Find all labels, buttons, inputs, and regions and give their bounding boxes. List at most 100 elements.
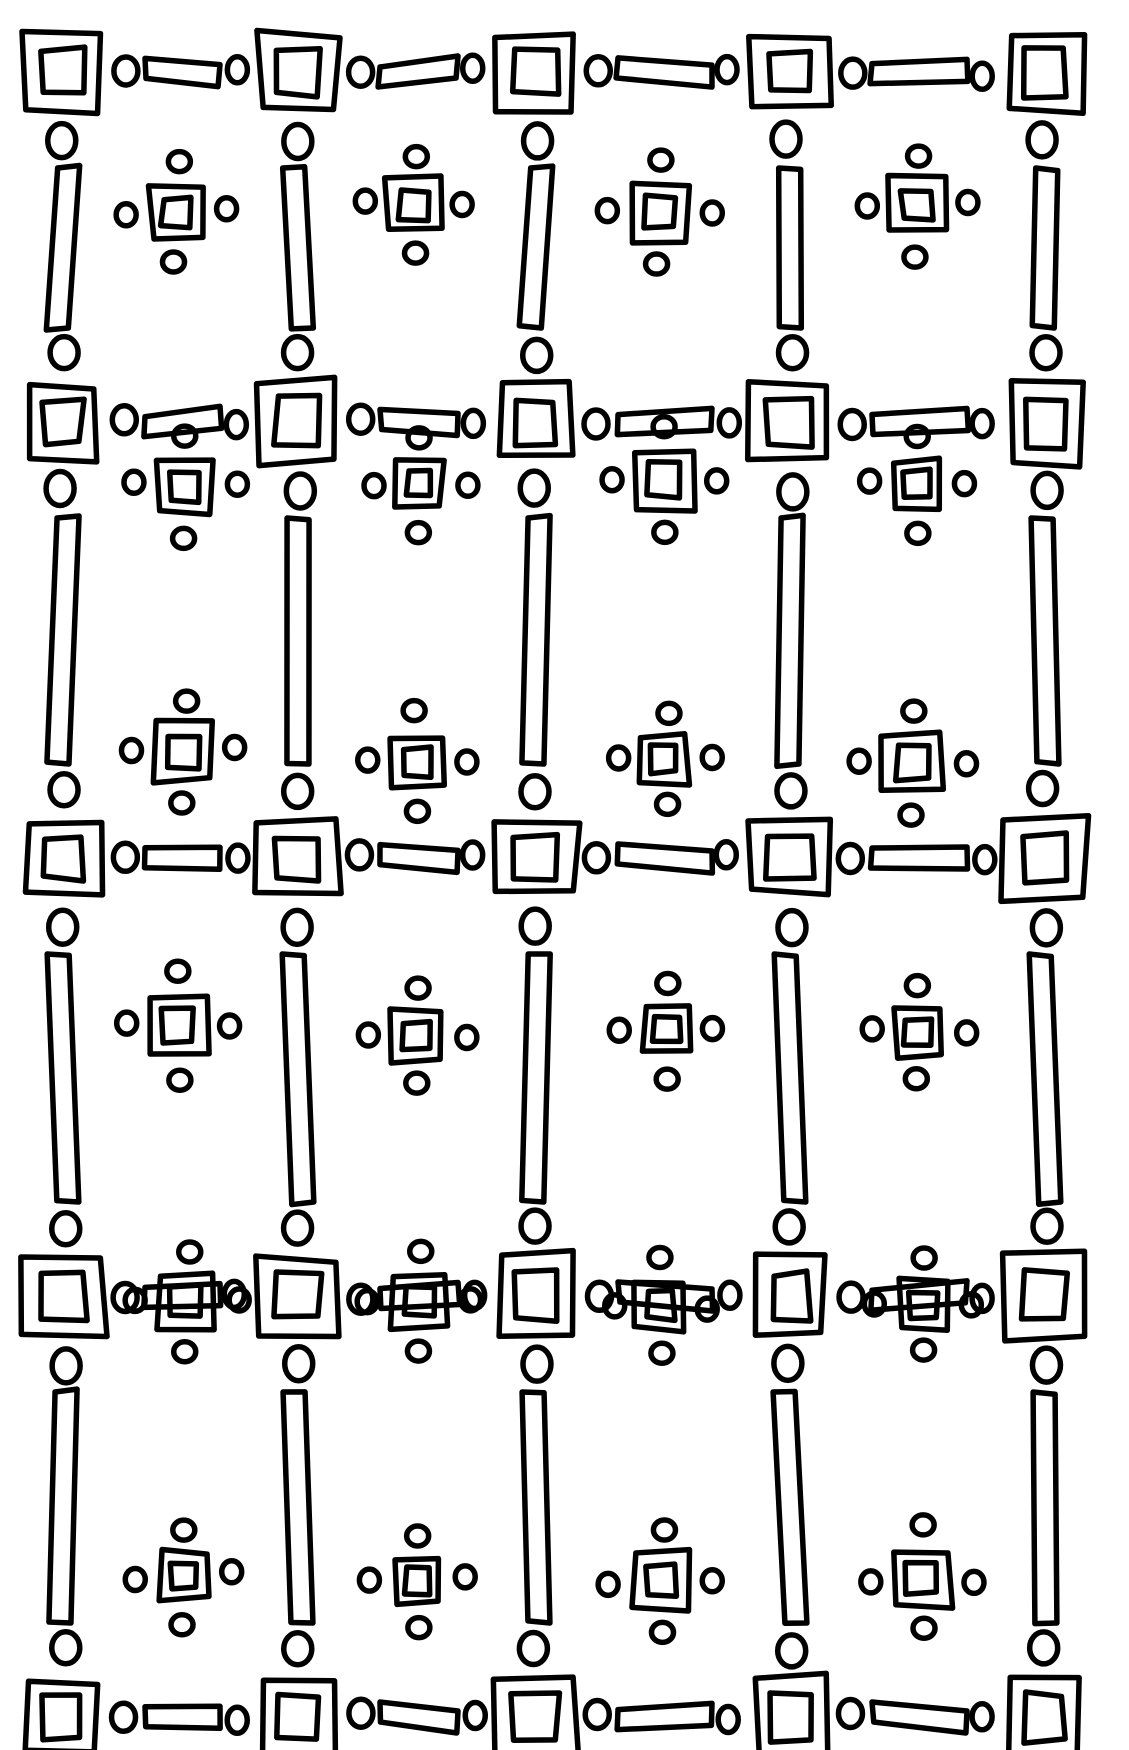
link-bar	[1029, 165, 1061, 331]
motif-square-inner	[401, 1283, 438, 1319]
motif-dot	[653, 791, 682, 818]
link-bar	[775, 165, 805, 331]
link-dot	[775, 907, 809, 948]
link-bar	[377, 841, 461, 876]
square-frame	[1006, 31, 1088, 117]
link-dot	[283, 471, 318, 511]
link-dot	[775, 333, 810, 372]
motif-dot	[858, 1568, 884, 1596]
motif-dot	[218, 1558, 245, 1586]
motif-square	[156, 1546, 212, 1604]
motif-dot	[166, 1067, 194, 1093]
motif-dot	[403, 1070, 431, 1096]
motif-dot	[355, 1021, 382, 1049]
motif-square-inner	[167, 1560, 200, 1592]
motif-dot	[699, 199, 726, 227]
link-dot	[280, 772, 315, 811]
motif-dot	[653, 1066, 681, 1092]
square-frame-inner	[40, 834, 87, 884]
motif-dot	[897, 802, 925, 828]
motif-dot	[356, 1566, 383, 1594]
link-dot	[837, 407, 867, 442]
link-bar	[377, 1699, 461, 1736]
motif-dot	[457, 1286, 484, 1314]
motif-square	[631, 1279, 687, 1335]
link-dot	[1025, 120, 1059, 160]
square-frame-inner	[271, 392, 323, 449]
motif-dot	[647, 147, 675, 173]
motif-dot	[594, 196, 621, 225]
motif-dot	[646, 1244, 674, 1271]
link-bar	[44, 513, 82, 767]
link-dot	[518, 773, 552, 811]
square-frame-inner	[766, 48, 814, 94]
motif-square-inner	[897, 188, 936, 223]
motif-square	[150, 717, 216, 786]
square-frame	[998, 812, 1092, 905]
square-frame-inner	[271, 1269, 325, 1320]
motif-square	[885, 172, 950, 233]
motif-dot	[449, 190, 475, 219]
motif-dot	[903, 423, 931, 450]
motif-square	[387, 1272, 451, 1333]
motif-dot	[904, 520, 932, 547]
square-frame-inner	[273, 45, 323, 100]
motif-square-inner	[164, 733, 203, 772]
link-dot	[223, 408, 250, 441]
motif-dot	[642, 251, 671, 277]
link-dot	[1026, 1629, 1061, 1667]
motif-dot	[172, 688, 201, 714]
motif-square-inner	[400, 744, 434, 781]
motif-square	[387, 1006, 444, 1066]
motif-dot	[176, 1239, 204, 1265]
motif-dot	[403, 1523, 432, 1549]
motif-dot	[846, 747, 872, 775]
motif-dot	[404, 1338, 433, 1364]
link-dot	[520, 1344, 554, 1384]
link-bar	[279, 164, 317, 332]
link-bar	[614, 405, 715, 438]
motif-dot	[404, 975, 432, 1001]
motif-square-inner	[641, 192, 679, 231]
motif-dot	[654, 970, 682, 997]
motif-square-inner	[403, 467, 434, 499]
link-bar	[614, 841, 716, 876]
motif-square	[153, 457, 216, 518]
link-dot	[109, 403, 140, 437]
square-frame-inner	[508, 1690, 563, 1743]
motif-dot	[651, 519, 679, 546]
square-frame	[745, 816, 834, 898]
motif-dot	[903, 972, 932, 999]
motif-dot	[354, 1287, 380, 1316]
motif-square-inner	[644, 1287, 678, 1324]
motif-dot	[164, 958, 192, 984]
motif-dot	[361, 471, 387, 500]
link-dot	[715, 1703, 741, 1736]
motif-square	[891, 1549, 956, 1611]
link-dot	[517, 468, 552, 508]
link-dot	[581, 841, 612, 875]
motif-square	[381, 173, 445, 232]
link-dot	[1029, 908, 1064, 948]
link-dot	[459, 839, 486, 871]
motif-dot	[404, 519, 433, 546]
link-dot	[280, 333, 315, 372]
motif-square	[890, 455, 943, 513]
link-bar	[377, 406, 461, 439]
square-frame-inner	[762, 833, 817, 882]
motif-dot	[401, 240, 430, 266]
motif-dot	[904, 143, 933, 169]
square-frame-inner	[38, 44, 88, 96]
motif-square	[629, 1546, 693, 1614]
square-frame-inner	[1020, 45, 1069, 101]
motif-dot	[601, 1292, 628, 1320]
motif-dot	[900, 698, 928, 724]
link-dot	[47, 770, 81, 809]
link-bar	[375, 53, 461, 90]
motif-dot	[699, 1567, 726, 1595]
motif-dot	[648, 1340, 676, 1366]
link-dot	[49, 1210, 83, 1248]
motif-square	[636, 731, 693, 788]
motif-dot	[213, 195, 240, 223]
